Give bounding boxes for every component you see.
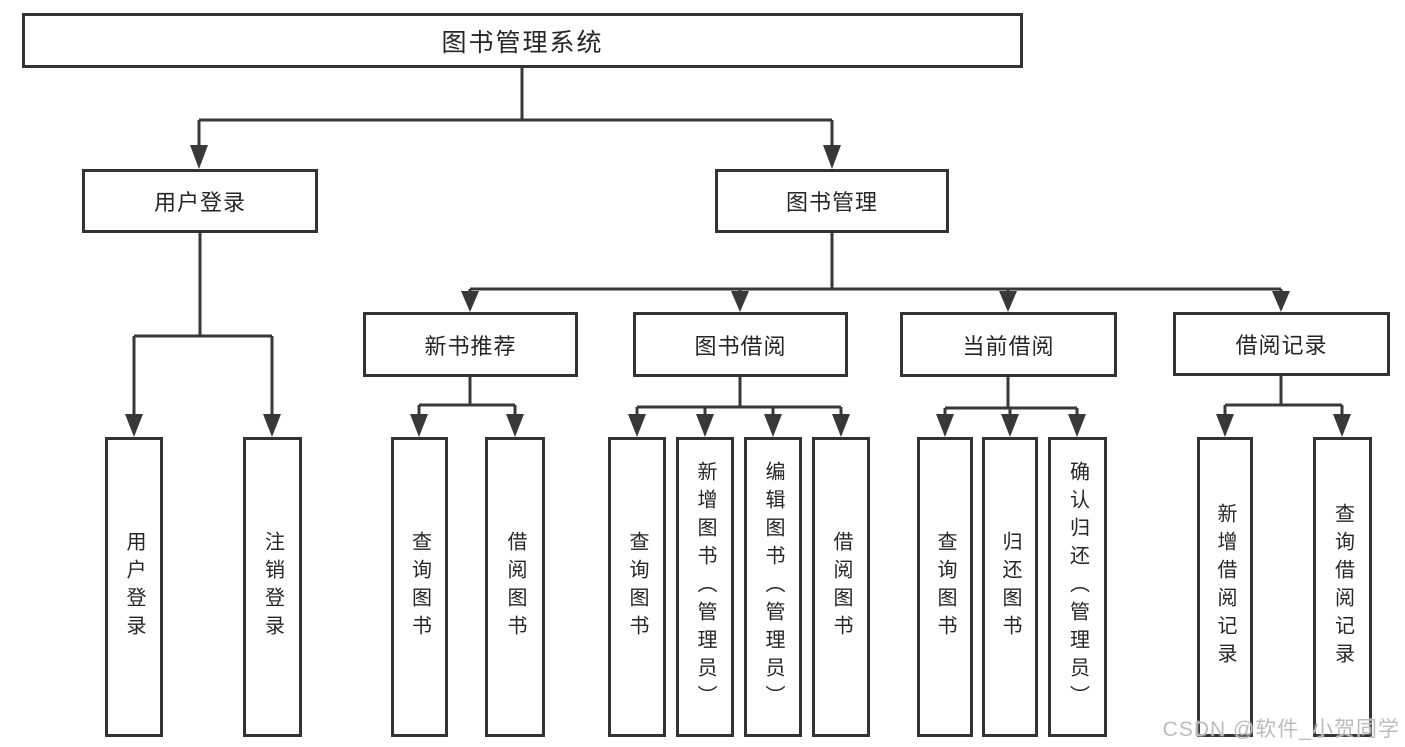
csdn-watermark: CSDN @软件_小贺同学 xyxy=(1162,718,1400,741)
node-current-borrow: 当前借阅 xyxy=(900,312,1117,377)
node-root: 图书管理系统 xyxy=(22,13,1023,68)
leaf-borrow-books-1: 借阅图书 xyxy=(485,437,545,737)
leaf-user-login: 用户登录 xyxy=(105,437,163,737)
leaf-query-books-1: 查询图书 xyxy=(391,437,448,737)
leaf-query-books-2: 查询图书 xyxy=(608,437,666,737)
leaf-add-book-admin: 新增图书（管理员） xyxy=(676,437,734,737)
node-user-login-group: 用户登录 xyxy=(82,169,318,233)
leaf-query-borrow-record: 查询借阅记录 xyxy=(1313,437,1372,737)
leaf-edit-book-admin: 编辑图书（管理员） xyxy=(744,437,802,737)
node-new-book-rec: 新书推荐 xyxy=(363,312,578,377)
leaf-borrow-books-2: 借阅图书 xyxy=(812,437,870,737)
leaf-query-books-3: 查询图书 xyxy=(917,437,973,737)
leaf-add-borrow-record: 新增借阅记录 xyxy=(1197,437,1253,737)
leaf-logout: 注销登录 xyxy=(243,437,302,737)
arrowheads xyxy=(125,145,1351,437)
node-book-mgmt: 图书管理 xyxy=(715,169,949,233)
leaf-confirm-return-admin: 确认归还（管理员） xyxy=(1048,437,1107,737)
node-book-borrow: 图书借阅 xyxy=(633,312,848,377)
node-borrow-records: 借阅记录 xyxy=(1173,312,1390,376)
leaf-return-books: 归还图书 xyxy=(982,437,1038,737)
